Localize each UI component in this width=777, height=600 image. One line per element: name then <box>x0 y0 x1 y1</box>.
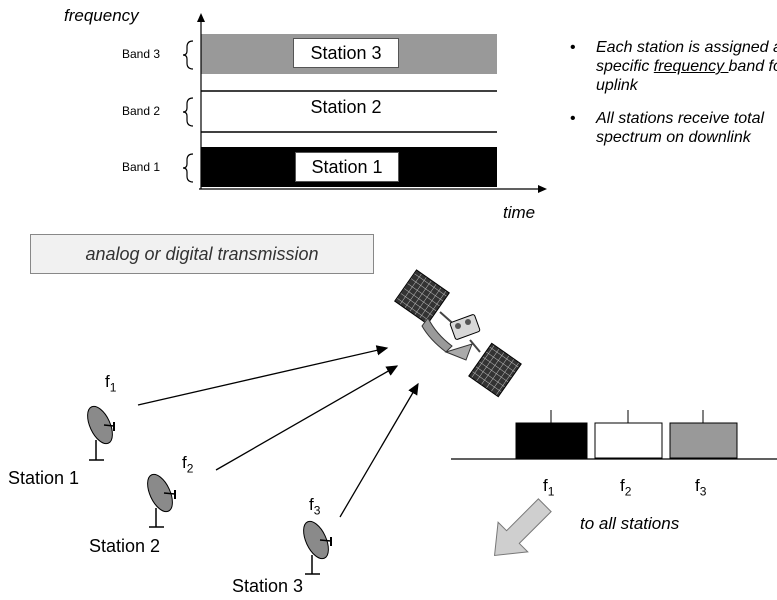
band-1-label: Band 1 <box>122 160 161 174</box>
band-1-station-label: Station 1 <box>295 152 399 182</box>
freq-subscript: 1 <box>109 380 117 395</box>
bullet-dot: • <box>570 39 576 56</box>
bullet-uplink-text-end: band for uplink <box>596 58 777 94</box>
spectrum-block-f3 <box>669 422 738 459</box>
bullet-item-uplink: • Each station is assigned a specific fr… <box>566 38 777 95</box>
freq-subscript: 2 <box>186 461 194 476</box>
freq-symbol: f <box>695 476 700 495</box>
downlink-caption: to all stations <box>580 514 680 533</box>
bullet-list: • Each station is assigned a specific fr… <box>566 38 777 159</box>
bullet-uplink-underlined-word: frequency <box>653 58 729 75</box>
dish-antenna-icon-station-1 <box>87 405 115 461</box>
band-2-brace <box>182 97 194 127</box>
downlink-freq-label-1: f1 <box>543 476 554 498</box>
uplink-arrow-station-1 <box>137 345 389 406</box>
freq-symbol: f <box>620 476 625 495</box>
band-3-station-label: Station 3 <box>293 38 399 68</box>
band-3-label: Band 3 <box>122 47 161 61</box>
bullet-uplink-text-start: Each station is assigned a specific <box>596 39 777 75</box>
uplink-arrow-station-2 <box>215 365 399 471</box>
dish-antenna-icon-station-2 <box>147 473 176 528</box>
ground-station-1-label: Station 1 <box>8 468 80 488</box>
satellite-icon <box>394 269 522 398</box>
bullet-item-downlink: • All stations receive total spectrum on… <box>566 109 777 147</box>
freq-subscript: 3 <box>699 484 707 499</box>
freq-symbol: f <box>105 372 110 391</box>
downlink-spectrum <box>451 410 777 460</box>
freq-subscript: 3 <box>313 503 321 518</box>
transmission-type-box: analog or digital transmission <box>30 234 374 274</box>
bullet-dot: • <box>570 110 576 127</box>
freq-symbol: f <box>543 476 548 495</box>
x-axis-label: time <box>503 203 536 222</box>
spectrum-block-f2 <box>594 422 663 459</box>
downlink-freq-label-2: f2 <box>620 476 631 498</box>
spectrum-block-f1 <box>515 422 588 459</box>
freq-subscript: 2 <box>624 484 632 499</box>
freq-symbol: f <box>309 495 314 514</box>
band-2-label: Band 2 <box>122 104 161 118</box>
bullet-downlink-text: All stations receive total spectrum on d… <box>596 110 765 146</box>
uplink-freq-label-3: f3 <box>309 495 320 517</box>
freq-subscript: 1 <box>547 484 555 499</box>
x-axis-arrowhead <box>538 185 547 193</box>
downlink-freq-label-3: f3 <box>695 476 706 498</box>
band-1-brace <box>182 153 194 183</box>
ground-station-3-label: Station 3 <box>232 576 304 596</box>
downlink-big-arrow-icon <box>493 498 552 557</box>
band-3-brace <box>182 40 194 70</box>
ground-station-2-label: Station 2 <box>89 536 161 556</box>
freq-symbol: f <box>182 453 187 472</box>
dish-antenna-icon-station-3 <box>303 520 332 575</box>
band-2-station-label: Station 2 <box>310 97 382 117</box>
y-axis-label: frequency <box>64 6 139 25</box>
fdma-band-chart <box>182 13 547 193</box>
y-axis-arrowhead <box>197 13 205 22</box>
uplink-freq-label-1: f1 <box>105 372 116 394</box>
satellite-link-diagram <box>87 269 777 575</box>
uplink-arrow-station-3 <box>339 382 419 518</box>
uplink-freq-label-2: f2 <box>182 453 193 475</box>
